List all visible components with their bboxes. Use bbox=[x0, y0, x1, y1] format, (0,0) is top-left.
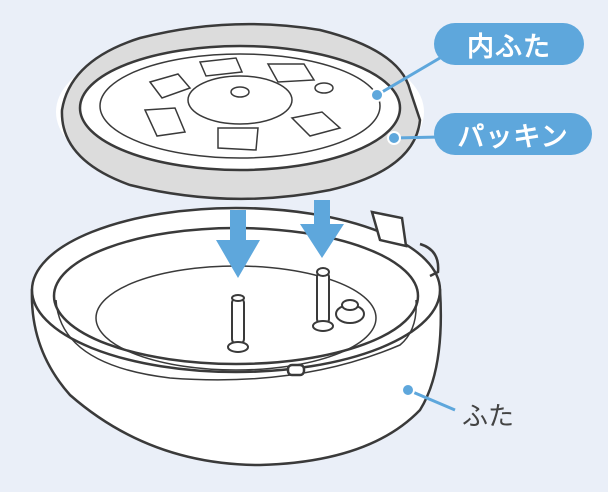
arrow-icons bbox=[216, 200, 344, 278]
inner-lid-illustration bbox=[56, 22, 424, 201]
lid-body bbox=[30, 206, 443, 467]
label-gasket: パッキン bbox=[434, 113, 592, 155]
lid-pins bbox=[227, 267, 365, 353]
label-inner-lid: 内ふた bbox=[434, 23, 584, 65]
label-lid: ふた bbox=[462, 402, 515, 432]
leader-lines bbox=[370, 53, 456, 412]
